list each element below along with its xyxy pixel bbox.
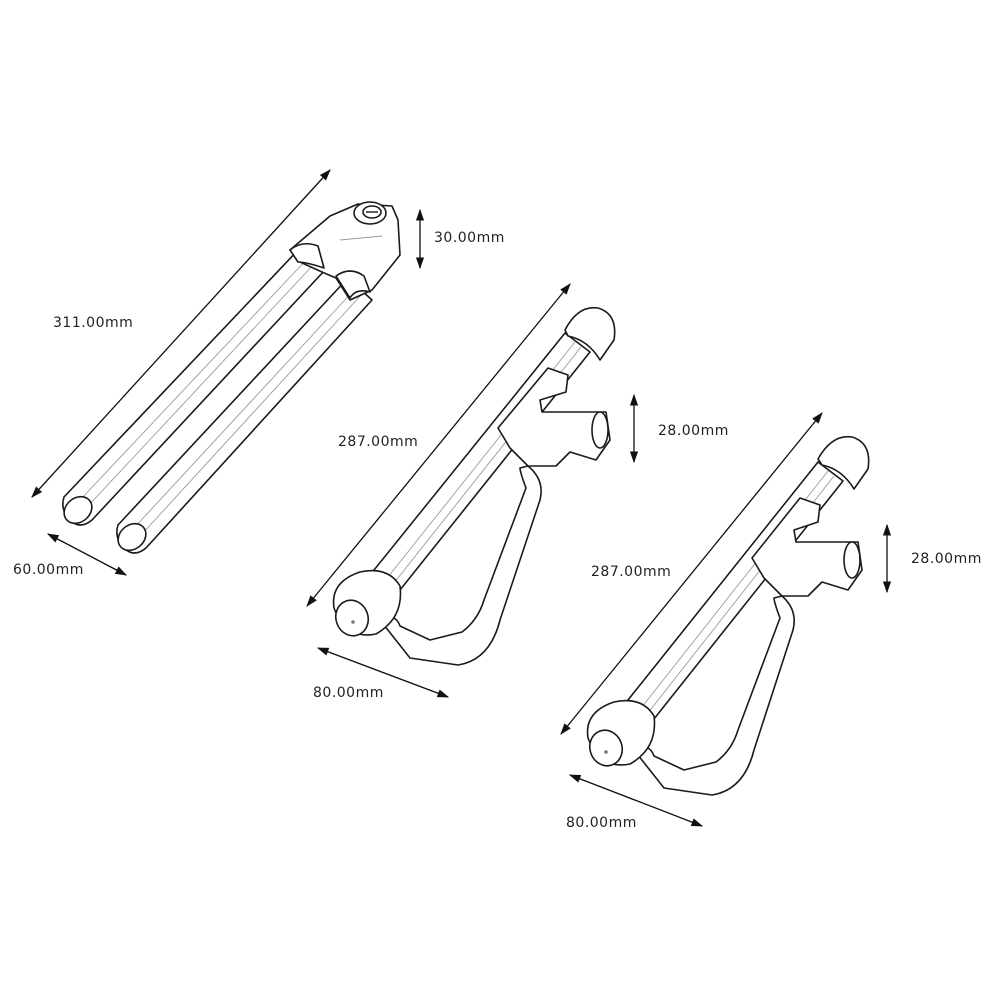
height-label-stock-2: 28.00mm bbox=[911, 551, 982, 567]
length-label-stock-1: 287.00mm bbox=[338, 434, 419, 450]
width-dimension-arrow bbox=[316, 647, 450, 698]
width-label-folded-bipod: 60.00mm bbox=[13, 562, 84, 578]
width-dimension-arrow bbox=[46, 533, 128, 576]
top-cap bbox=[564, 306, 616, 361]
width-label-stock-1: 80.00mm bbox=[313, 685, 384, 701]
top-cap bbox=[817, 435, 870, 490]
length-label-stock-2: 287.00mm bbox=[591, 564, 672, 580]
t-connector bbox=[751, 497, 863, 597]
length-dimension-arrow bbox=[31, 169, 331, 498]
length-dimension-arrow bbox=[306, 283, 571, 607]
t-connector-bore bbox=[843, 541, 861, 579]
height-label-stock-1: 28.00mm bbox=[658, 423, 729, 439]
product-stock-2 bbox=[560, 412, 892, 827]
product-stock-1 bbox=[306, 283, 639, 698]
t-connector bbox=[497, 367, 611, 467]
width-dimension-arrow bbox=[568, 774, 704, 827]
length-dimension-arrow bbox=[560, 412, 823, 735]
product-folded-bipod bbox=[31, 169, 425, 576]
width-label-stock-2: 80.00mm bbox=[566, 815, 637, 831]
length-label-folded-bipod: 311.00mm bbox=[53, 315, 134, 331]
height-label-folded-bipod: 30.00mm bbox=[434, 230, 505, 246]
hinge-head bbox=[289, 203, 401, 301]
t-connector-bore bbox=[591, 411, 609, 449]
